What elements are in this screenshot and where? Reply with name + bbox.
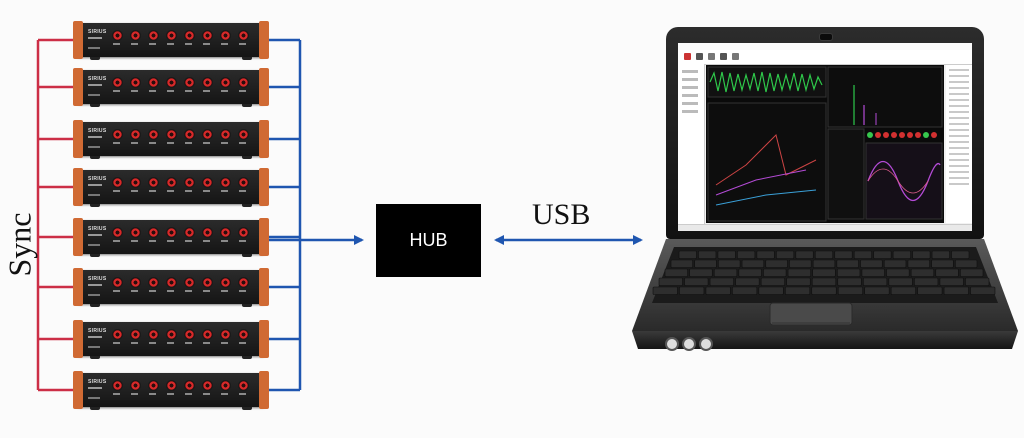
input-connector-icon [184, 380, 195, 391]
input-connector-icon [184, 329, 195, 340]
input-connector-icon [130, 227, 141, 238]
input-connector-icon [202, 329, 213, 340]
input-connector-icon [202, 277, 213, 288]
input-connector-icon [112, 129, 123, 140]
input-connector-icon [148, 30, 159, 41]
input-connector-icon [148, 277, 159, 288]
input-connector-icon [202, 30, 213, 41]
input-connector-icon [148, 129, 159, 140]
input-connector-icon [112, 177, 123, 188]
input-connector-icon [112, 380, 123, 391]
device-brand-label: SIRIUS [88, 29, 107, 35]
input-connector-icon [166, 129, 177, 140]
input-connector-icon [166, 227, 177, 238]
input-connector-icon [130, 329, 141, 340]
input-connector-icon [130, 177, 141, 188]
input-connector-icon [130, 77, 141, 88]
input-connector-icon [184, 277, 195, 288]
input-connector-icon [220, 277, 231, 288]
input-connector-icon [148, 380, 159, 391]
input-connector-icon [220, 329, 231, 340]
input-connector-icon [238, 129, 249, 140]
input-connector-icon [166, 77, 177, 88]
input-connector-icon [130, 30, 141, 41]
hub-box: HUB [376, 204, 481, 277]
app-channel-list [946, 65, 972, 223]
laptop-base [632, 239, 1018, 349]
sync-wiring [36, 38, 76, 392]
input-connector-icon [184, 129, 195, 140]
daq-device-4: SIRIUS [73, 168, 269, 207]
input-connector-icon [238, 277, 249, 288]
input-connector-icon [112, 77, 123, 88]
input-connector-icon [202, 177, 213, 188]
data-wiring [266, 38, 302, 392]
daq-device-3: SIRIUS [73, 120, 269, 159]
input-connector-icon [220, 227, 231, 238]
input-connector-icon [166, 380, 177, 391]
input-connector-icon [166, 329, 177, 340]
device-brand-label: SIRIUS [88, 226, 107, 232]
app-left-panel [678, 64, 705, 224]
app-display-area [706, 65, 944, 223]
input-connector-icon [238, 30, 249, 41]
input-connector-icon [130, 129, 141, 140]
input-connector-icon [112, 277, 123, 288]
daq-device-1: SIRIUS [73, 21, 269, 60]
input-connector-icon [220, 380, 231, 391]
daq-device-8: SIRIUS [73, 371, 269, 410]
taskbar [678, 224, 972, 231]
input-connector-icon [112, 329, 123, 340]
webcam-icon [819, 33, 833, 41]
daq-device-5: SIRIUS [73, 218, 269, 257]
input-connector-icon [220, 129, 231, 140]
input-connector-icon [220, 30, 231, 41]
input-connector-icon [238, 380, 249, 391]
device-brand-label: SIRIUS [88, 276, 107, 282]
input-connector-icon [148, 77, 159, 88]
input-connector-icon [202, 77, 213, 88]
device-brand-label: SIRIUS [88, 328, 107, 334]
input-connector-icon [130, 380, 141, 391]
input-connector-icon [202, 380, 213, 391]
laptop-front-ports [665, 337, 715, 351]
input-connector-icon [148, 329, 159, 340]
daq-device-2: SIRIUS [73, 68, 269, 107]
device-brand-label: SIRIUS [88, 176, 107, 182]
usb-label: USB [532, 198, 591, 231]
input-connector-icon [112, 227, 123, 238]
input-connector-icon [238, 227, 249, 238]
input-connector-icon [184, 177, 195, 188]
input-connector-icon [166, 277, 177, 288]
daq-device-6: SIRIUS [73, 268, 269, 307]
app-ribbon [678, 50, 972, 65]
laptop-screen [678, 43, 972, 231]
input-connector-icon [238, 177, 249, 188]
device-brand-label: SIRIUS [88, 76, 107, 82]
input-connector-icon [166, 177, 177, 188]
input-connector-icon [148, 177, 159, 188]
device-brand-label: SIRIUS [88, 379, 107, 385]
device-brand-label: SIRIUS [88, 128, 107, 134]
input-connector-icon [184, 77, 195, 88]
input-connector-icon [220, 177, 231, 188]
laptop-lid [666, 27, 984, 239]
sync-label: Sync [1, 212, 38, 277]
input-connector-icon [238, 329, 249, 340]
input-connector-icon [238, 77, 249, 88]
input-connector-icon [130, 277, 141, 288]
input-connector-icon [112, 30, 123, 41]
daq-device-7: SIRIUS [73, 320, 269, 359]
input-connector-icon [220, 77, 231, 88]
hub-label: HUB [409, 230, 448, 250]
input-connector-icon [202, 129, 213, 140]
input-connector-icon [148, 227, 159, 238]
input-connector-icon [166, 30, 177, 41]
input-connector-icon [184, 227, 195, 238]
input-connector-icon [184, 30, 195, 41]
input-connector-icon [202, 227, 213, 238]
